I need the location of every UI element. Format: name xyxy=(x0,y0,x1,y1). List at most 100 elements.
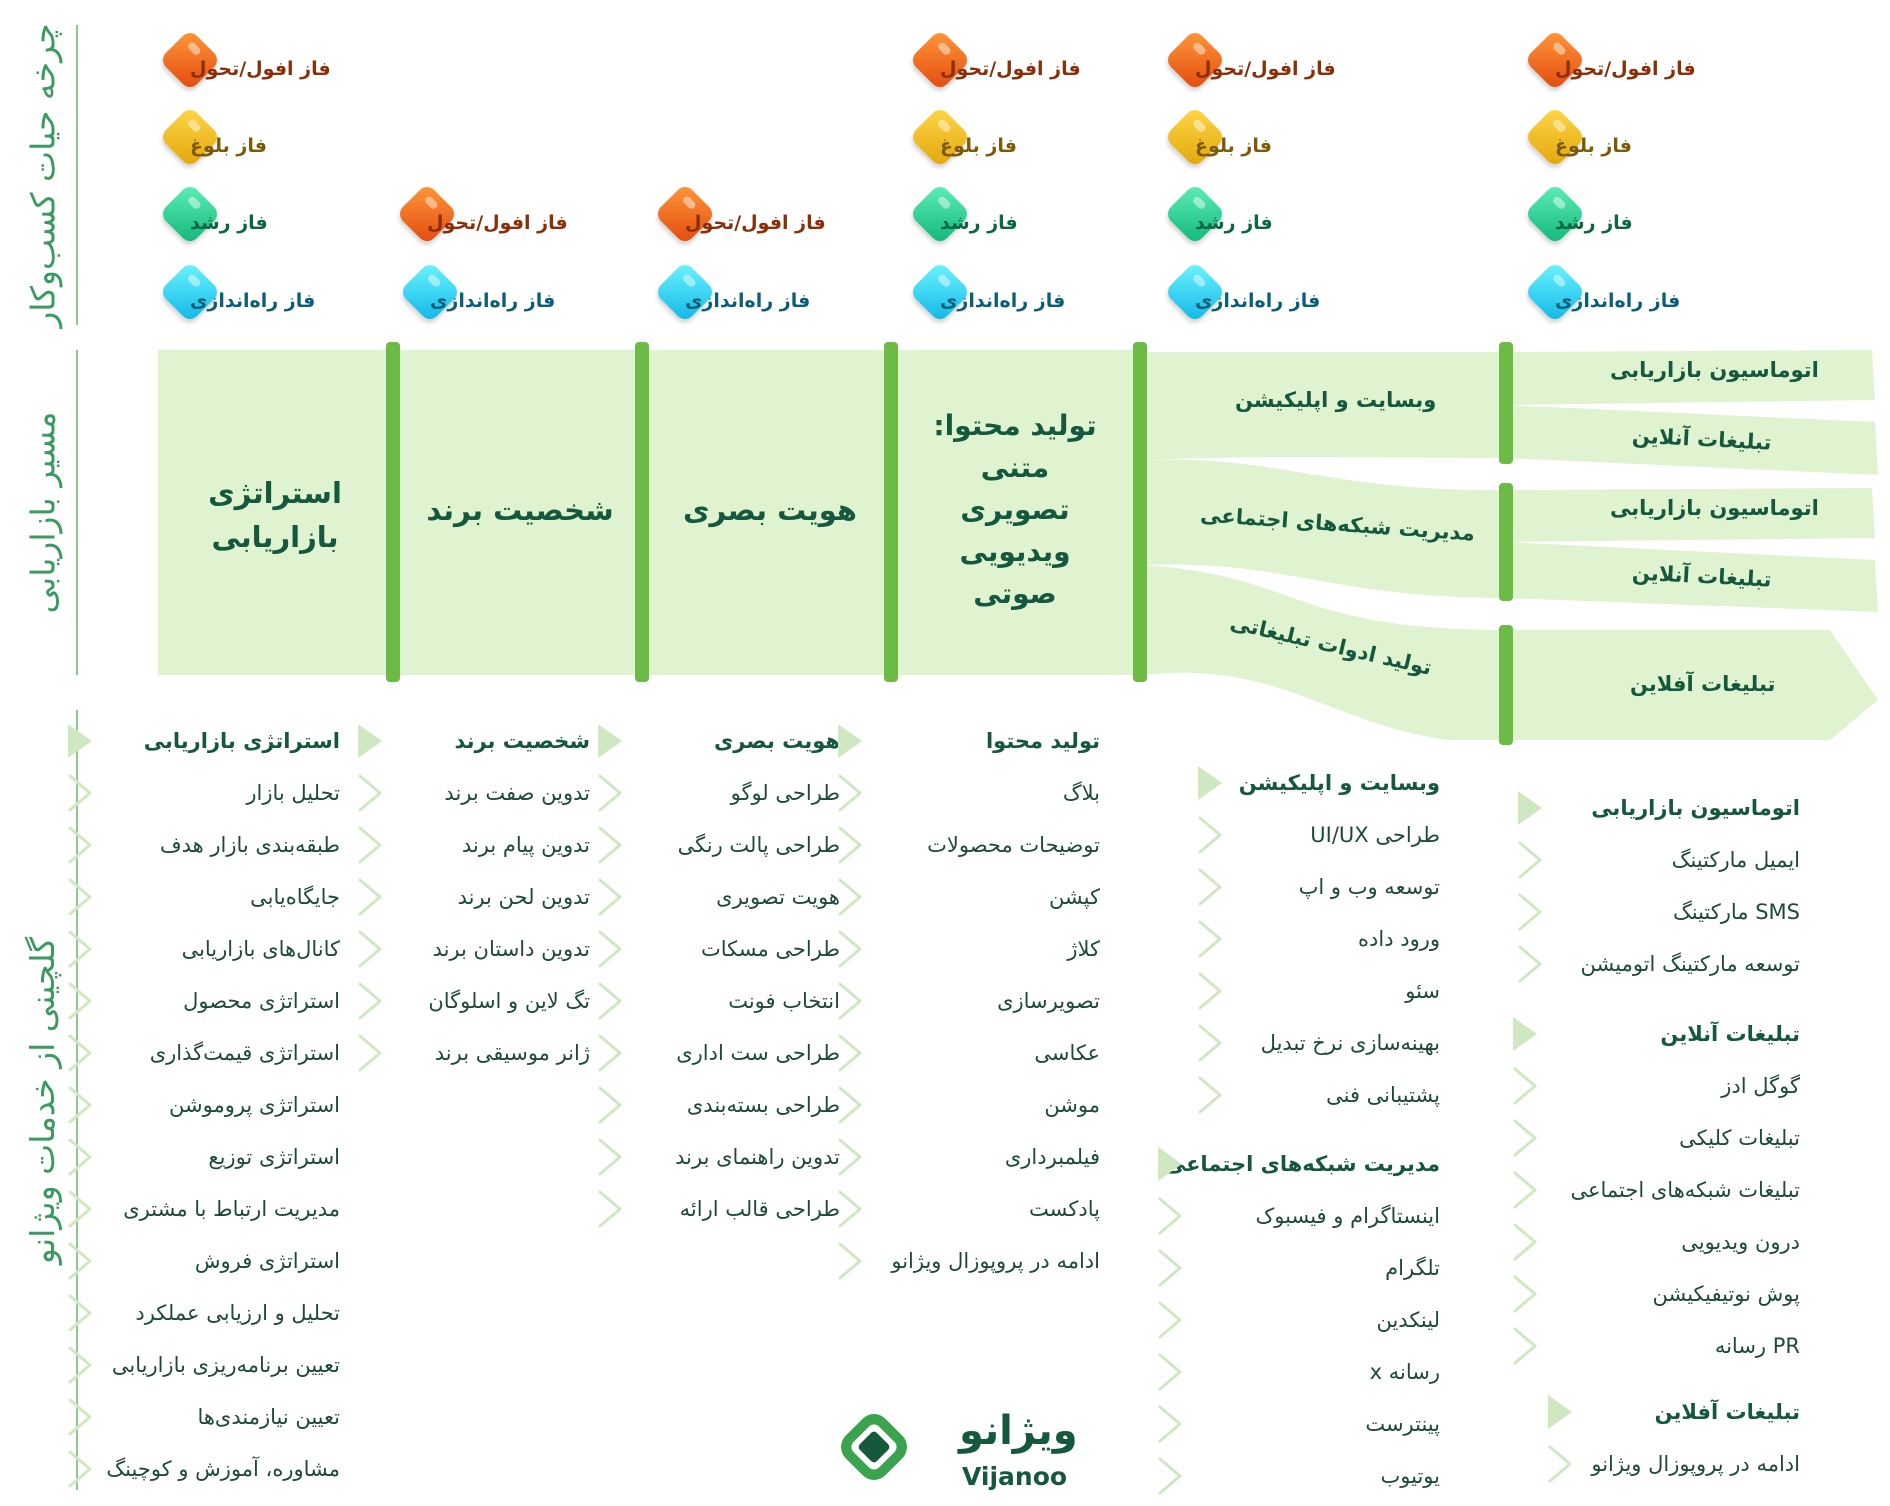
chevron-right-icon xyxy=(1154,1353,1192,1391)
flow-ribbon-online-2 xyxy=(1506,542,1878,612)
services-web-heading: وبسایت و اپلیکیشن xyxy=(1198,757,1440,809)
chevron-right-icon xyxy=(1509,1067,1547,1105)
phase-launch-col1: فاز راه‌اندازی xyxy=(158,260,328,330)
services-brand-heading: شخصیت برند xyxy=(358,715,590,767)
chevron-right-icon xyxy=(1194,816,1232,854)
services-social-list: مدیریت شبکه‌های اجتماعی اینستاگرام و فیسب… xyxy=(1158,1138,1441,1502)
service-item: تدوین صفت برند xyxy=(358,767,590,819)
service-label: تبلیغات شبکه‌های اجتماعی xyxy=(1570,1178,1800,1202)
service-label: تدوین راهنمای برند xyxy=(675,1145,840,1169)
service-label: طراحی لوگو xyxy=(730,781,840,805)
chevron-right-icon xyxy=(594,982,632,1020)
service-item: تصویرسازی xyxy=(838,975,1100,1027)
service-label: طراحی ست اداری xyxy=(676,1041,840,1065)
service-label: ادامه در پروپوزال ویژانو xyxy=(891,1249,1100,1273)
services-automation-heading: اتوماسیون بازاریابی xyxy=(1518,782,1800,834)
service-label: تلگرام xyxy=(1385,1256,1440,1280)
service-label: تولید محتوا xyxy=(985,729,1100,753)
service-item: استراتژی فروش xyxy=(68,1235,340,1287)
service-item: تبلیغات شبکه‌های اجتماعی xyxy=(1513,1164,1800,1216)
services-online-heading: تبلیغات آنلاین xyxy=(1513,1008,1800,1060)
service-label: طبقه‌بندی بازار هدف xyxy=(159,833,340,857)
service-label: کانال‌های بازاریابی xyxy=(181,937,340,961)
chevron-right-icon xyxy=(834,1138,872,1176)
chevron-right-icon xyxy=(834,1086,872,1124)
vijanoo-logo: ویژانو Vijanoo xyxy=(827,1400,1078,1500)
services-social-heading: مدیریت شبکه‌های اجتماعی xyxy=(1158,1138,1440,1190)
chevron-right-icon xyxy=(594,826,632,864)
phase-maturity-col4: فاز بلوغ xyxy=(908,105,1078,175)
phase-decline-col1: فاز افول/تحول xyxy=(158,28,331,98)
service-label: پشتیبانی فنی xyxy=(1326,1083,1440,1107)
chevron-right-icon xyxy=(354,878,392,916)
section-divider-path xyxy=(76,350,78,675)
pillar-5c xyxy=(1499,625,1513,745)
service-item: ژانر موسیقی برند xyxy=(358,1027,590,1079)
service-item: توسعه مارکتینگ اتومیشن xyxy=(1518,938,1800,990)
flow-ribbon-automation-1 xyxy=(1506,350,1875,405)
service-item: ادامه در پروپوزال ویژانو xyxy=(838,1235,1100,1287)
service-item: طراحی UI/UX xyxy=(1198,809,1440,861)
pillar-4 xyxy=(1133,342,1147,682)
service-label: توسعه مارکتینگ اتومیشن xyxy=(1580,952,1800,976)
service-item: تگ لاین و اسلوگان xyxy=(358,975,590,1027)
chevron-right-icon xyxy=(64,774,102,812)
flow-ribbon-online-1 xyxy=(1506,405,1878,475)
chevron-right-icon xyxy=(64,1086,102,1124)
marketing-path-band xyxy=(158,350,1143,675)
chevron-right-icon xyxy=(834,878,872,916)
service-item: استراتژی محصول xyxy=(68,975,340,1027)
phase-decline-col5: فاز افول/تحول xyxy=(1163,28,1336,98)
service-label: فیلمبرداری xyxy=(1004,1145,1100,1169)
service-item: کپشن xyxy=(838,871,1100,923)
flow-ribbon-adtools xyxy=(1143,565,1506,740)
service-label: کلاژ xyxy=(1067,937,1100,961)
service-label: اینستاگرام و فیسبوک xyxy=(1255,1204,1441,1228)
phase-launch-col4: فاز راه‌اندازی xyxy=(908,260,1078,330)
chevron-right-icon xyxy=(1154,1405,1192,1443)
service-item: تدوین لحن برند xyxy=(358,871,590,923)
service-item: پوش نوتیفیکیشن xyxy=(1513,1268,1800,1320)
service-item: درون ویدیویی xyxy=(1513,1216,1800,1268)
service-label: تگ لاین و اسلوگان xyxy=(428,989,590,1013)
chevron-right-icon xyxy=(354,930,392,968)
chevron-right-icon xyxy=(1514,893,1552,931)
phase-maturity-col6: فاز بلوغ xyxy=(1523,105,1693,175)
service-item: طراحی مسکات xyxy=(598,923,840,975)
services-visual-heading: هویت بصری xyxy=(598,715,840,767)
chevron-right-icon xyxy=(64,982,102,1020)
service-label: طراحی UI/UX xyxy=(1310,823,1440,847)
path-content: تولید محتوا: متنی تصویری ویدیویی صوتی xyxy=(933,409,1097,610)
section-divider-lifecycle xyxy=(76,25,78,325)
service-item: ورود داده xyxy=(1198,913,1440,965)
chevron-right-icon xyxy=(834,774,872,812)
service-item: استراتژی پروموشن xyxy=(68,1079,340,1131)
chevron-right-icon xyxy=(64,1138,102,1176)
section-divider-services xyxy=(76,710,78,1490)
phase-growth-col6: فاز رشد xyxy=(1523,182,1693,252)
service-item: عکاسی xyxy=(838,1027,1100,1079)
phase-launch-col5: فاز راه‌اندازی xyxy=(1163,260,1333,330)
phase-launch-col3: فاز راه‌اندازی xyxy=(653,260,823,330)
chevron-right-icon xyxy=(594,878,632,916)
pillar-1 xyxy=(386,342,400,682)
chevron-right-icon xyxy=(1509,1223,1547,1261)
chevron-right-icon xyxy=(1194,920,1232,958)
path-flow-ribbons xyxy=(1143,350,1878,740)
service-label: کپشن xyxy=(1048,885,1100,909)
service-item: موشن xyxy=(838,1079,1100,1131)
logo-text-fa: ویژانو xyxy=(959,1408,1078,1454)
chevron-right-icon xyxy=(834,1190,872,1228)
service-label: تبلیغات کلیکی xyxy=(1679,1126,1800,1150)
chevron-right-icon xyxy=(594,722,632,760)
path-automation-2: اتوماسیون بازاریابی xyxy=(1610,496,1819,520)
chevron-right-icon xyxy=(64,1294,102,1332)
path-brand: شخصیت برند xyxy=(426,493,614,527)
service-item: انتخاب فونت xyxy=(598,975,840,1027)
service-item: بهینه‌سازی نرخ تبدیل xyxy=(1198,1017,1440,1069)
service-item: کانال‌های بازاریابی xyxy=(68,923,340,975)
chevron-right-icon xyxy=(354,722,392,760)
chevron-right-icon xyxy=(1509,1275,1547,1313)
